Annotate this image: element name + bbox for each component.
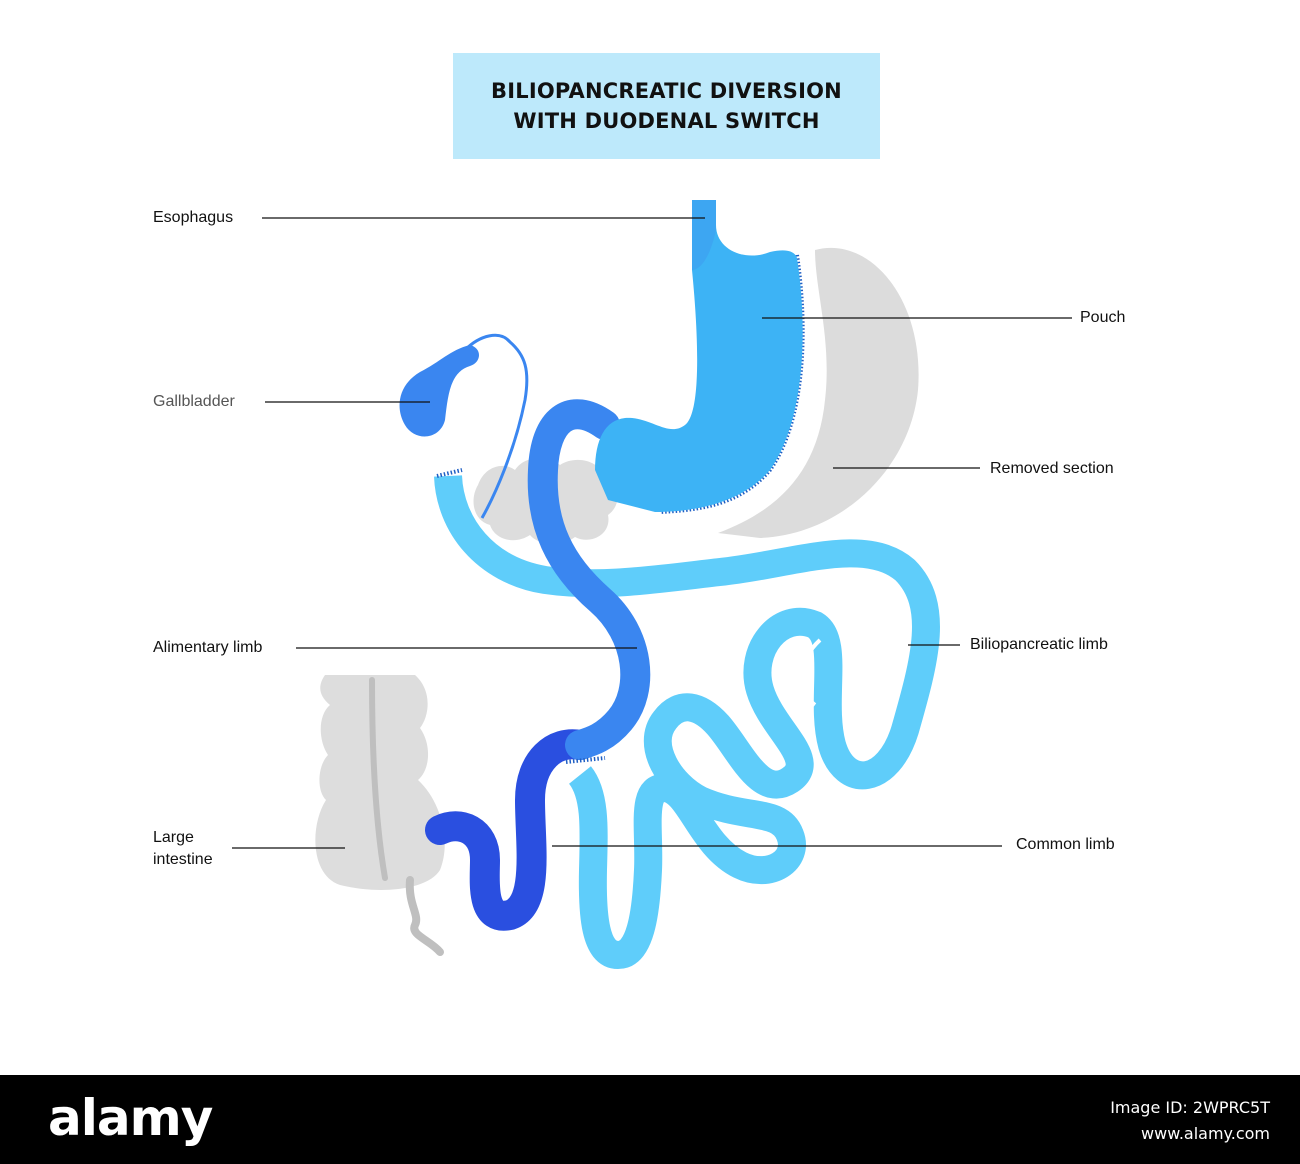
brand-logo: alamy xyxy=(48,1089,213,1147)
removed-section-shape xyxy=(718,247,919,538)
leader-lines xyxy=(232,217,1072,849)
appendix-shape xyxy=(405,876,444,956)
footer-bar: alamy Image ID: 2WPRC5T www.alamy.com xyxy=(0,1075,1300,1164)
label-large-intestine-line2: intestine xyxy=(153,851,213,868)
pouch-shape xyxy=(595,200,803,512)
title-line-1: BILIOPANCREATIC DIVERSION xyxy=(491,79,842,103)
colon-inner-line xyxy=(369,677,388,881)
staple-line-common xyxy=(565,756,606,764)
label-alimentary-limb: Alimentary limb xyxy=(153,639,263,656)
biliopancreatic-limb-shape xyxy=(434,474,940,969)
label-biliopancreatic-limb: Biliopancreatic limb xyxy=(970,636,1108,653)
alimentary-limb-shape xyxy=(527,399,651,760)
limb-gap-1 xyxy=(799,638,822,707)
label-esophagus: Esophagus xyxy=(153,209,234,226)
bile-duct-shape xyxy=(463,333,529,519)
label-large-intestine-line1: Large xyxy=(153,829,194,846)
image-id-block: Image ID: 2WPRC5T www.alamy.com xyxy=(1110,1095,1270,1147)
title-line-2: WITH DUODENAL SWITCH xyxy=(513,109,820,133)
large-intestine-shape xyxy=(315,675,445,890)
label-gallbladder: Gallbladder xyxy=(153,393,235,410)
gallbladder-shape xyxy=(399,345,479,437)
anatomy-diagram xyxy=(232,200,1072,969)
site-url-text: www.alamy.com xyxy=(1141,1124,1270,1143)
label-common-limb: Common limb xyxy=(1016,836,1115,853)
common-limb-shape xyxy=(425,729,595,931)
title-box: BILIOPANCREATIC DIVERSION WITH DUODENAL … xyxy=(453,53,880,159)
image-id-text: Image ID: 2WPRC5T xyxy=(1110,1098,1270,1117)
label-pouch: Pouch xyxy=(1080,309,1126,326)
label-removed-section: Removed section xyxy=(990,460,1114,477)
staple-line-bp xyxy=(436,468,463,478)
